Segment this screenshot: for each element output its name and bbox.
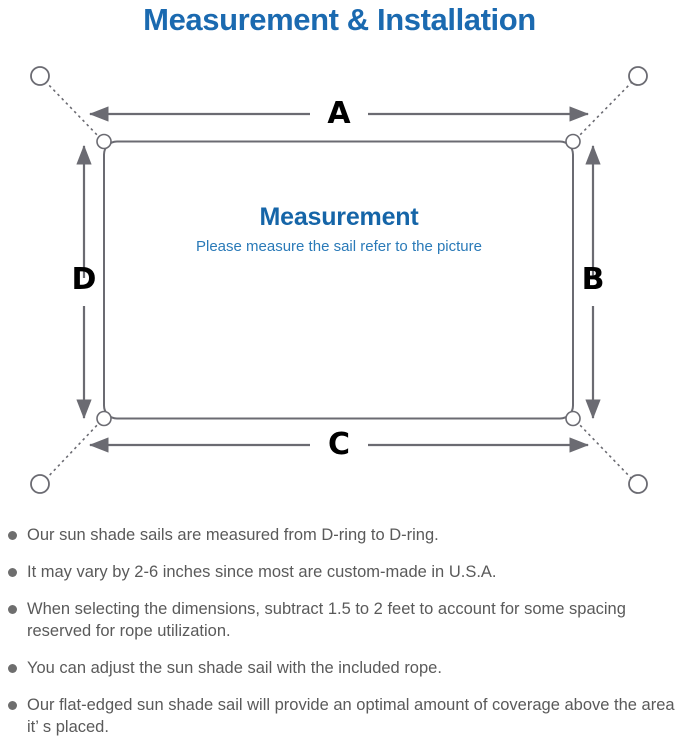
dimension-label-c: C: [327, 427, 351, 462]
sail-subheading: Please measure the sail refer to the pic…: [196, 238, 482, 255]
shade-sail-body: [103, 140, 574, 420]
bullet-icon: [8, 701, 17, 710]
note-text: When selecting the dimensions, subtract …: [27, 600, 626, 640]
d-ring-top-right: [565, 133, 581, 150]
dimension-label-b: B: [581, 262, 605, 297]
diagram-illustration: [30, 66, 648, 494]
note-text: Our flat-edged sun shade sail will provi…: [27, 696, 675, 736]
anchor-ring-top-right: [628, 66, 648, 86]
sail-heading: Measurement: [259, 203, 419, 231]
rope-line-bottom-left: [44, 420, 102, 481]
rope-line-top-right: [575, 80, 634, 140]
dimension-label-d: D: [71, 262, 97, 297]
anchor-ring-bottom-right: [628, 474, 648, 494]
bullet-icon: [8, 664, 17, 673]
list-item: Our flat-edged sun shade sail will provi…: [0, 694, 679, 738]
rope-line-top-left: [44, 80, 102, 140]
bullet-icon: [8, 531, 17, 540]
d-ring-top-left: [96, 133, 112, 150]
d-ring-bottom-right: [565, 410, 581, 427]
rope-line-bottom-right: [575, 420, 634, 481]
sail-text-block: Measurement Please measure the sail refe…: [104, 202, 574, 257]
note-text: You can adjust the sun shade sail with t…: [27, 659, 442, 677]
d-ring-bottom-left: [96, 410, 112, 427]
list-item: When selecting the dimensions, subtract …: [0, 598, 679, 642]
list-item: It may vary by 2-6 inches since most are…: [0, 561, 679, 583]
note-text: Our sun shade sails are measured from D-…: [27, 526, 439, 544]
note-text: It may vary by 2-6 inches since most are…: [27, 563, 497, 581]
bullet-icon: [8, 605, 17, 614]
bullet-icon: [8, 568, 17, 577]
page-title: Measurement & Installation: [143, 2, 536, 37]
list-item: Our sun shade sails are measured from D-…: [0, 524, 679, 546]
measurement-diagram: A B C D Measurement Please measure the s…: [0, 42, 679, 512]
dimension-label-a: A: [327, 96, 351, 131]
anchor-ring-top-left: [30, 66, 50, 86]
notes-list: Our sun shade sails are measured from D-…: [0, 524, 679, 753]
list-item: You can adjust the sun shade sail with t…: [0, 657, 679, 679]
anchor-ring-bottom-left: [30, 474, 50, 494]
